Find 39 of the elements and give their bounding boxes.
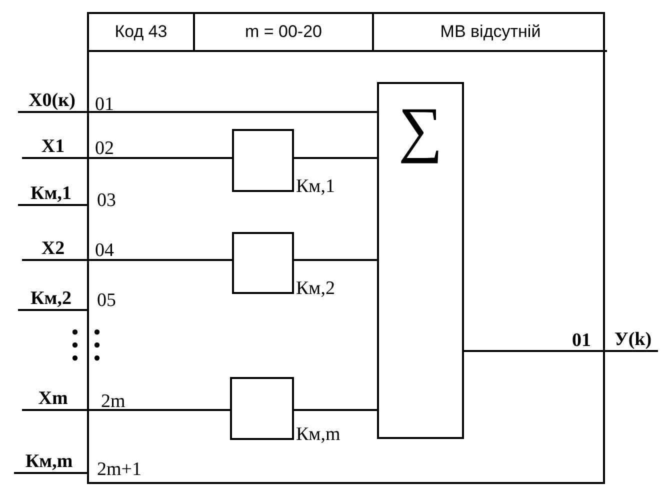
summator-block [377,82,464,439]
signal-line [294,157,377,159]
pin-number: 04 [95,240,114,262]
pin-number: 05 [97,290,116,312]
input-signal-label: Км,2 [18,288,84,310]
coefficient-label: Км,2 [296,278,335,300]
header-cell: Код 43 [89,14,195,52]
signal-line [464,350,658,352]
input-signal-label: Xm [22,388,84,410]
signal-line [18,111,377,113]
multiplier-block [232,232,294,294]
header-cell: МВ відсутній [374,14,607,52]
input-signal-label: X0(к) [18,90,86,112]
signal-line [22,157,232,159]
signal-line [22,259,232,261]
pin-number: 02 [95,138,114,160]
signal-line [294,259,377,261]
coefficient-label: Км,1 [296,176,335,198]
signal-line [22,409,230,411]
input-signal-label: X1 [22,136,84,158]
sum-symbol: ∑ [398,95,443,166]
input-signal-label: Км,m [14,451,84,473]
signal-line [18,309,87,311]
pin-number: 2m [101,391,126,413]
signal-line [294,409,377,411]
pin-number: 01 [95,94,114,116]
output-signal-label: У(k) [608,329,658,351]
pin-number: 2m+1 [97,459,142,481]
input-signal-label: Км,1 [18,183,84,205]
multiplier-block [230,377,294,440]
signal-line [14,472,87,474]
multiplier-block [232,129,294,192]
coefficient-label: Км,m [296,424,340,446]
pin-number: 03 [97,190,116,212]
input-signal-label: X2 [22,238,84,260]
header-cell: m = 00-20 [195,14,374,52]
pin-number: 01 [572,330,591,352]
function-block [87,12,605,484]
signal-line [18,204,87,206]
